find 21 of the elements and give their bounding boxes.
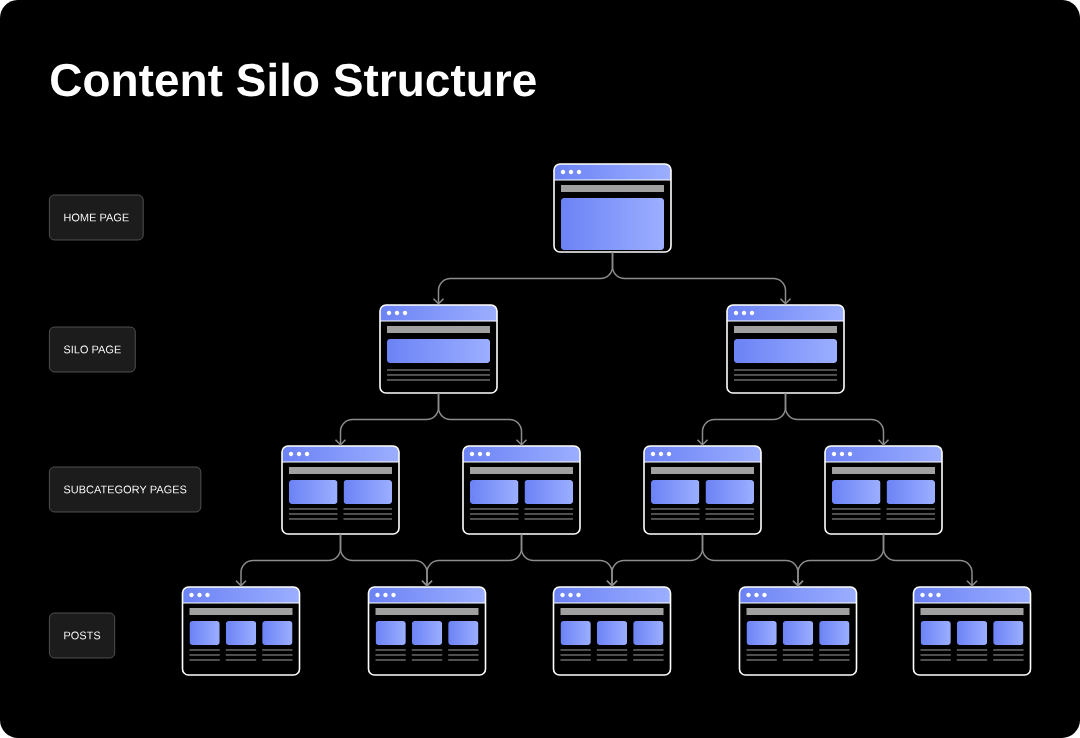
browser-window-drawing: [643, 445, 762, 535]
browser-window-drawing: [726, 304, 845, 394]
browser-window-drawing: [553, 163, 672, 253]
title: Content Silo Structure: [51, 62, 536, 97]
browser-window-drawing: [281, 445, 400, 535]
browser-window-drawing: [181, 586, 301, 676]
label-box: SUBCATEGORY PAGES: [49, 466, 202, 513]
label-box: SILO PAGE: [49, 326, 136, 373]
browser-window-drawing: [824, 445, 943, 535]
label-box: POSTS: [49, 612, 116, 659]
arrow: [882, 533, 978, 587]
browser-window-drawing: [462, 445, 581, 535]
arrow: [611, 251, 792, 305]
browser-window-drawing: [552, 586, 672, 676]
browser-window-drawing: [912, 586, 1032, 676]
browser-window-drawing: [367, 586, 487, 676]
browser-window-drawing: [379, 304, 498, 394]
browser-window-drawing: [738, 586, 858, 676]
arrow: [784, 392, 890, 446]
label-box: HOME PAGE: [49, 194, 144, 241]
arrow: [437, 392, 528, 446]
